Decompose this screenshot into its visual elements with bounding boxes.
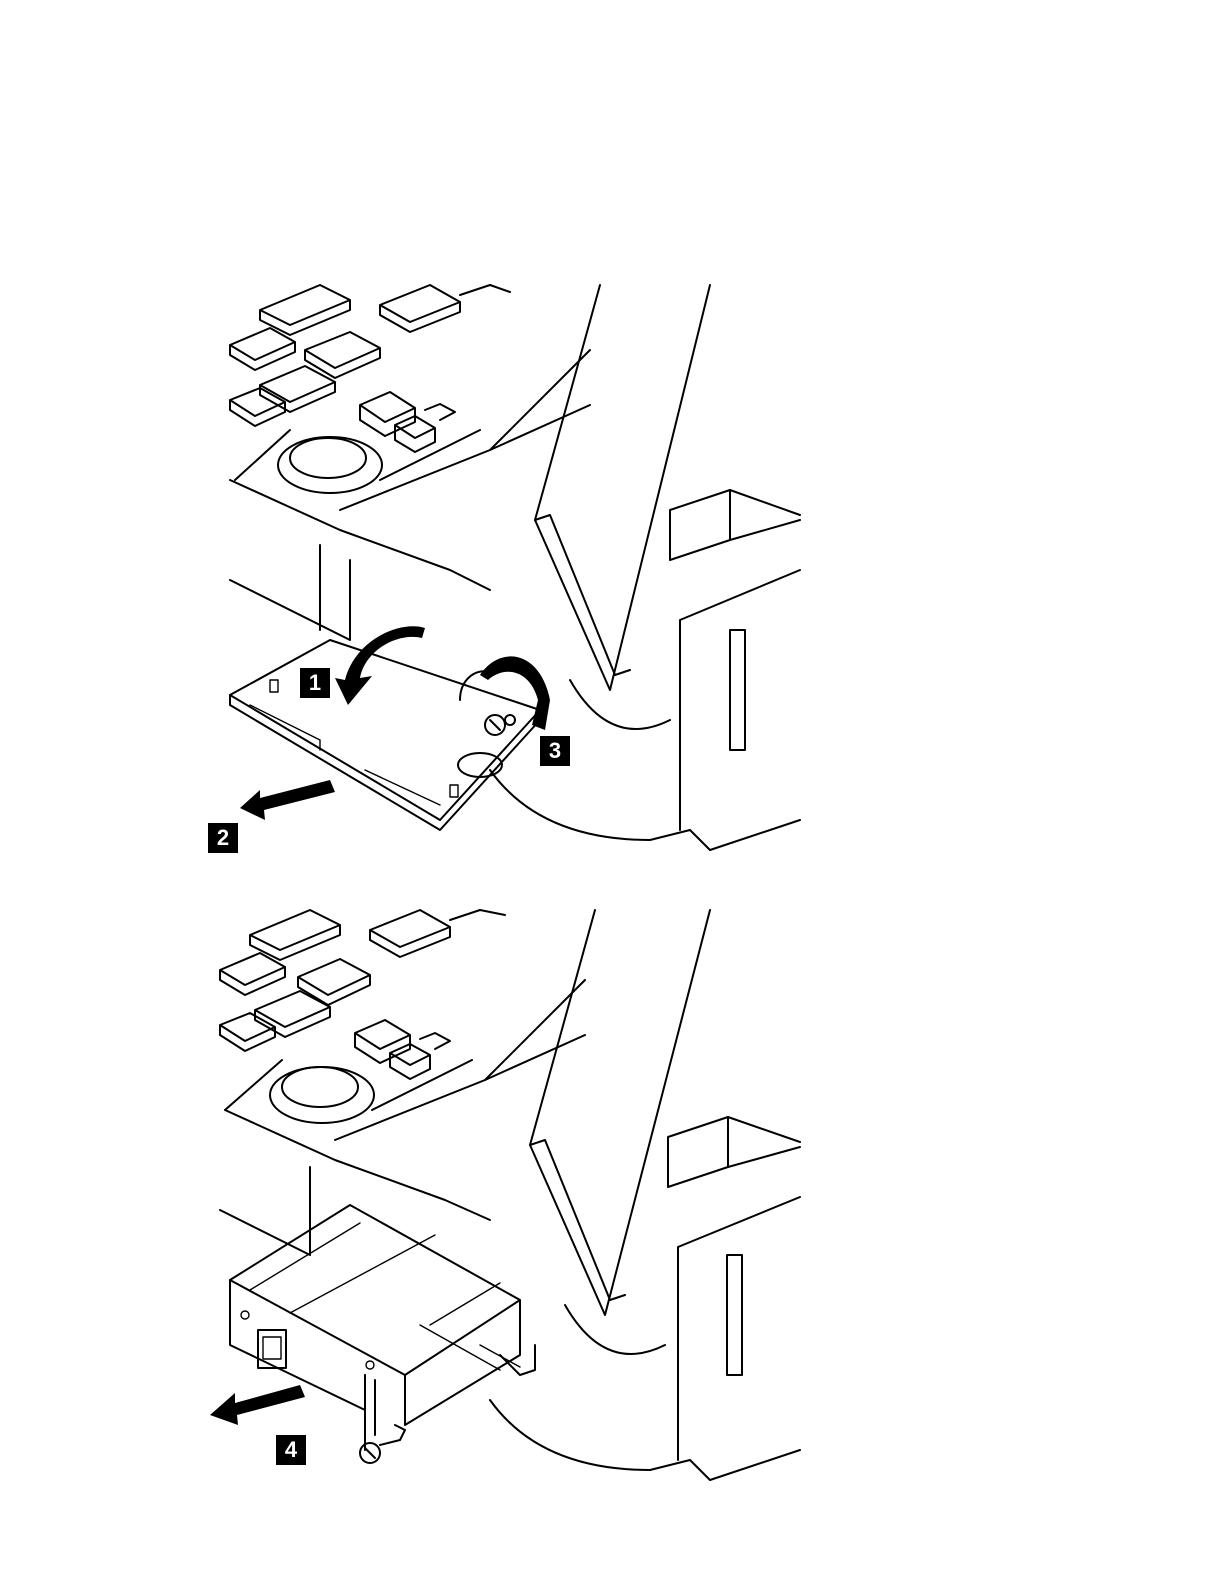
callout-2: 2 [208, 823, 238, 853]
figure-remove-card: 4 [190, 905, 810, 1485]
pull-arrow-4 [210, 1385, 305, 1425]
display-lid [535, 285, 710, 729]
slot-opening [230, 545, 350, 640]
keyboard-keys [230, 285, 510, 452]
laptop-illustration-top [190, 280, 810, 860]
trackball [225, 1060, 472, 1123]
laptop-illustration-bottom [190, 905, 810, 1485]
keyboard-keys [220, 910, 505, 1079]
callout-1: 1 [300, 668, 330, 698]
extracted-card [230, 1205, 535, 1450]
slot-opening [220, 1167, 310, 1255]
trackball [235, 430, 480, 493]
figure-remove-cover: 1 2 3 [190, 280, 810, 860]
pull-arrow-2 [240, 780, 335, 820]
callout-3: 3 [540, 736, 570, 766]
base-side [490, 1117, 800, 1480]
card-screw [360, 1425, 405, 1463]
palmrest-edge [225, 1110, 490, 1220]
palmrest-edge [230, 480, 490, 590]
cover-screw [485, 715, 515, 735]
rotate-arrow-1 [335, 626, 425, 705]
callout-4: 4 [276, 1435, 306, 1465]
